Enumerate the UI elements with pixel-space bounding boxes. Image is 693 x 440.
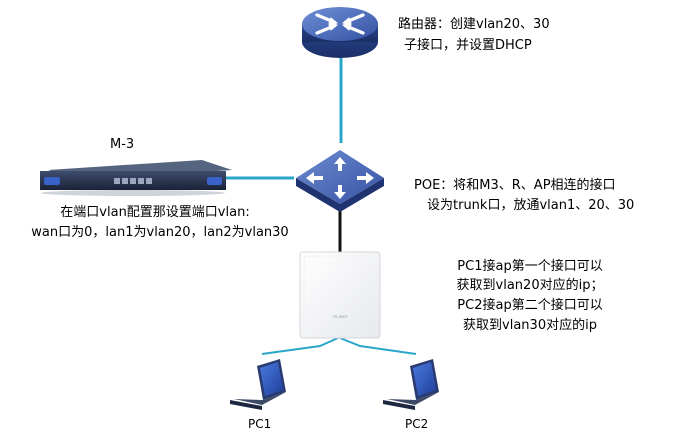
poe-annotation-line2: 设为trunk口，放通vlan1、20、30	[427, 198, 635, 213]
router-icon[interactable]	[302, 7, 378, 58]
poe-annotation-line1: POE：将和M3、R、AP相连的接口	[414, 178, 616, 193]
m3-annotation-line1: 在端口vlan配置那设置端口vlan:	[60, 205, 250, 220]
pc2-laptop-icon[interactable]	[383, 359, 439, 410]
m3-annotation-line2: wan口为0，lan1为vlan20，lan2为vlan30	[31, 225, 289, 240]
switch-icon[interactable]	[296, 150, 384, 212]
pc1-label: PC1	[248, 417, 272, 431]
pc-annotation-line2: 获取到vlan20对应的ip；	[456, 278, 604, 293]
pc2-label: PC2	[405, 417, 429, 431]
pc-annotation-line4: 获取到vlan30对应的ip	[463, 318, 597, 333]
pc1-laptop-icon[interactable]	[230, 359, 286, 410]
access-point-icon[interactable]	[299, 251, 381, 339]
pc-annotation-line3: PC2接ap第二个接口可以	[457, 298, 603, 313]
router-annotation-line2: 子接口，并设置DHCP	[404, 38, 532, 53]
m3-device-label: M-3	[110, 137, 135, 152]
link-ap-pc2	[339, 337, 417, 355]
link-ap-pc1	[261, 337, 339, 355]
router-annotation-line1: 路由器：创建vlan20、30	[398, 17, 550, 32]
ap-model-label: TS-9907	[332, 314, 348, 319]
gateway-device-icon[interactable]	[40, 160, 232, 196]
pc-annotation-line1: PC1接ap第一个接口可以	[457, 259, 603, 274]
